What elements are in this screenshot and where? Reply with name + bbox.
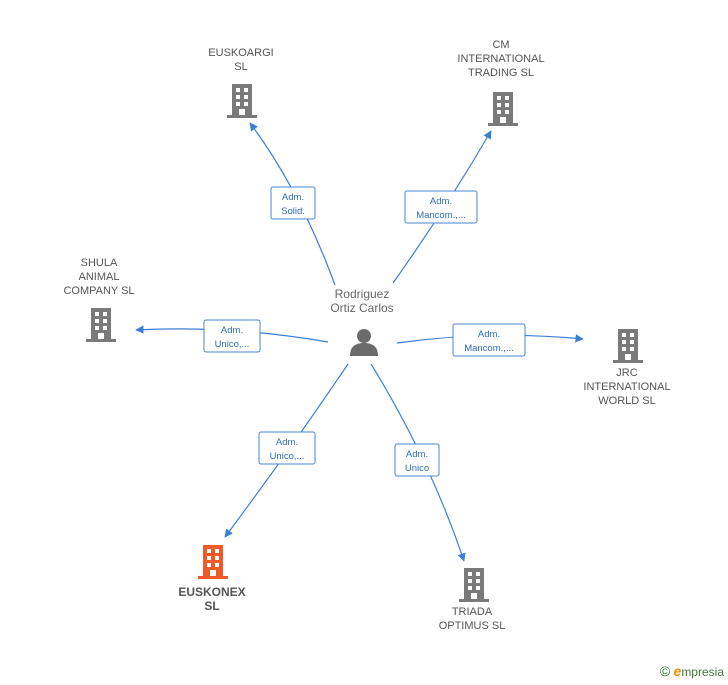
role-box: [258, 431, 316, 465]
role-text-line: Unico: [405, 463, 429, 474]
building-icon: [488, 92, 518, 126]
role-box: [394, 443, 440, 477]
company-name-line: COMPANY SL: [63, 285, 134, 297]
person-node[interactable]: Rodriguez Ortiz Carlos: [330, 287, 394, 356]
building-icon: [613, 329, 643, 363]
company-nodes: EUSKOARGI SL CM INTERNATIONAL TRADING SL SHUL…: [63, 39, 670, 632]
company-name-line: WORLD SL: [598, 395, 655, 407]
role-box: [203, 319, 261, 353]
copyright-icon: ©: [659, 663, 671, 679]
company-name-line: TRADING SL: [468, 67, 534, 79]
company-node-jrc[interactable]: JRC INTERNATIONAL WORLD SL: [583, 329, 671, 407]
role-label-euskoargi[interactable]: Adm. Solid.: [270, 186, 316, 220]
role-text-line: Unico,...: [215, 339, 250, 350]
role-text-line: Adm.: [221, 325, 243, 336]
building-icon: [86, 308, 116, 342]
company-name-line: JRC: [616, 367, 637, 379]
company-name-line: SHULA: [81, 257, 118, 269]
company-node-euskoargi[interactable]: EUSKOARGI SL: [208, 47, 274, 118]
role-box: [270, 186, 316, 220]
role-text-line: Adm.: [282, 192, 304, 203]
company-name-line: ANIMAL: [79, 271, 120, 283]
role-text-line: Adm.: [478, 329, 500, 340]
role-text-line: Unico,...: [270, 451, 305, 462]
role-labels: Adm.Solid.Adm.Mancom.,...Adm.Unico,...Ad…: [203, 186, 526, 477]
brand-initial: e: [673, 663, 682, 679]
role-box: [452, 323, 526, 357]
company-node-shula[interactable]: SHULA ANIMAL COMPANY SL: [63, 257, 135, 342]
company-name-line: SL: [204, 599, 219, 613]
role-text-line: Adm.: [406, 449, 428, 460]
role-text-line: Solid.: [281, 206, 305, 217]
person-name-line-1: Rodriguez: [335, 287, 390, 301]
empresia-watermark: © empresia: [660, 663, 724, 679]
role-text-line: Adm.: [276, 437, 298, 448]
role-label-jrc[interactable]: Adm. Mancom.,...: [452, 323, 526, 357]
company-node-triada[interactable]: TRIADA OPTIMUS SL: [439, 568, 506, 632]
company-name-line: TRIADA: [452, 606, 493, 618]
company-name-line: INTERNATIONAL: [457, 53, 544, 65]
role-label-triada[interactable]: Adm. Unico: [394, 443, 440, 477]
role-label-shula[interactable]: Adm. Unico,...: [203, 319, 261, 353]
company-name-line: INTERNATIONAL: [583, 381, 670, 393]
company-name-line: EUSKOARGI: [208, 47, 273, 59]
role-text-line: Adm.: [430, 196, 452, 207]
company-name-line: SL: [234, 61, 247, 73]
role-text-line: Mancom.,...: [464, 343, 514, 354]
company-name-line: OPTIMUS SL: [439, 620, 506, 632]
building-icon: [459, 568, 489, 602]
person-icon: [350, 329, 378, 356]
company-name-line: CM: [492, 39, 509, 51]
company-name-line: EUSKONEX: [178, 585, 245, 599]
role-box: [404, 190, 478, 224]
building-icon: [198, 545, 228, 579]
role-text-line: Mancom.,...: [416, 210, 466, 221]
brand-name: mpresia: [681, 665, 724, 679]
building-icon: [227, 84, 257, 118]
role-label-euskonex[interactable]: Adm. Unico,...: [258, 431, 316, 465]
person-name-line-2: Ortiz Carlos: [330, 301, 393, 315]
role-label-cm-international[interactable]: Adm. Mancom.,...: [404, 190, 478, 224]
company-node-cm-international[interactable]: CM INTERNATIONAL TRADING SL: [457, 39, 545, 126]
